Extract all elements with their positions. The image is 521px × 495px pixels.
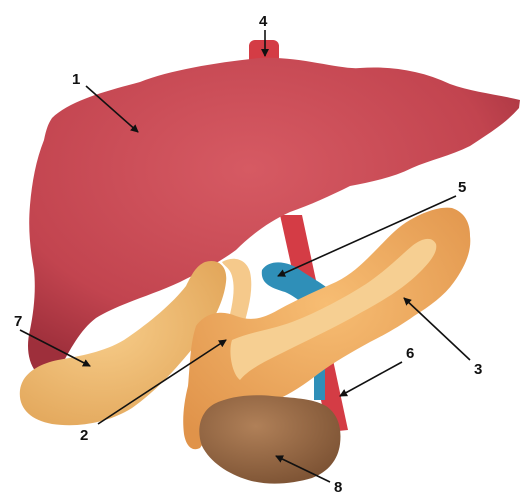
label-4: 4 [259, 13, 268, 30]
label-5: 5 [458, 179, 466, 196]
label-2: 2 [80, 427, 88, 444]
pointer-6 [340, 362, 402, 396]
label-1: 1 [72, 71, 80, 88]
duodenal-mass [199, 395, 340, 483]
label-6: 6 [406, 345, 414, 362]
label-8: 8 [334, 479, 342, 495]
label-7: 7 [14, 313, 22, 330]
label-3: 3 [474, 361, 482, 378]
